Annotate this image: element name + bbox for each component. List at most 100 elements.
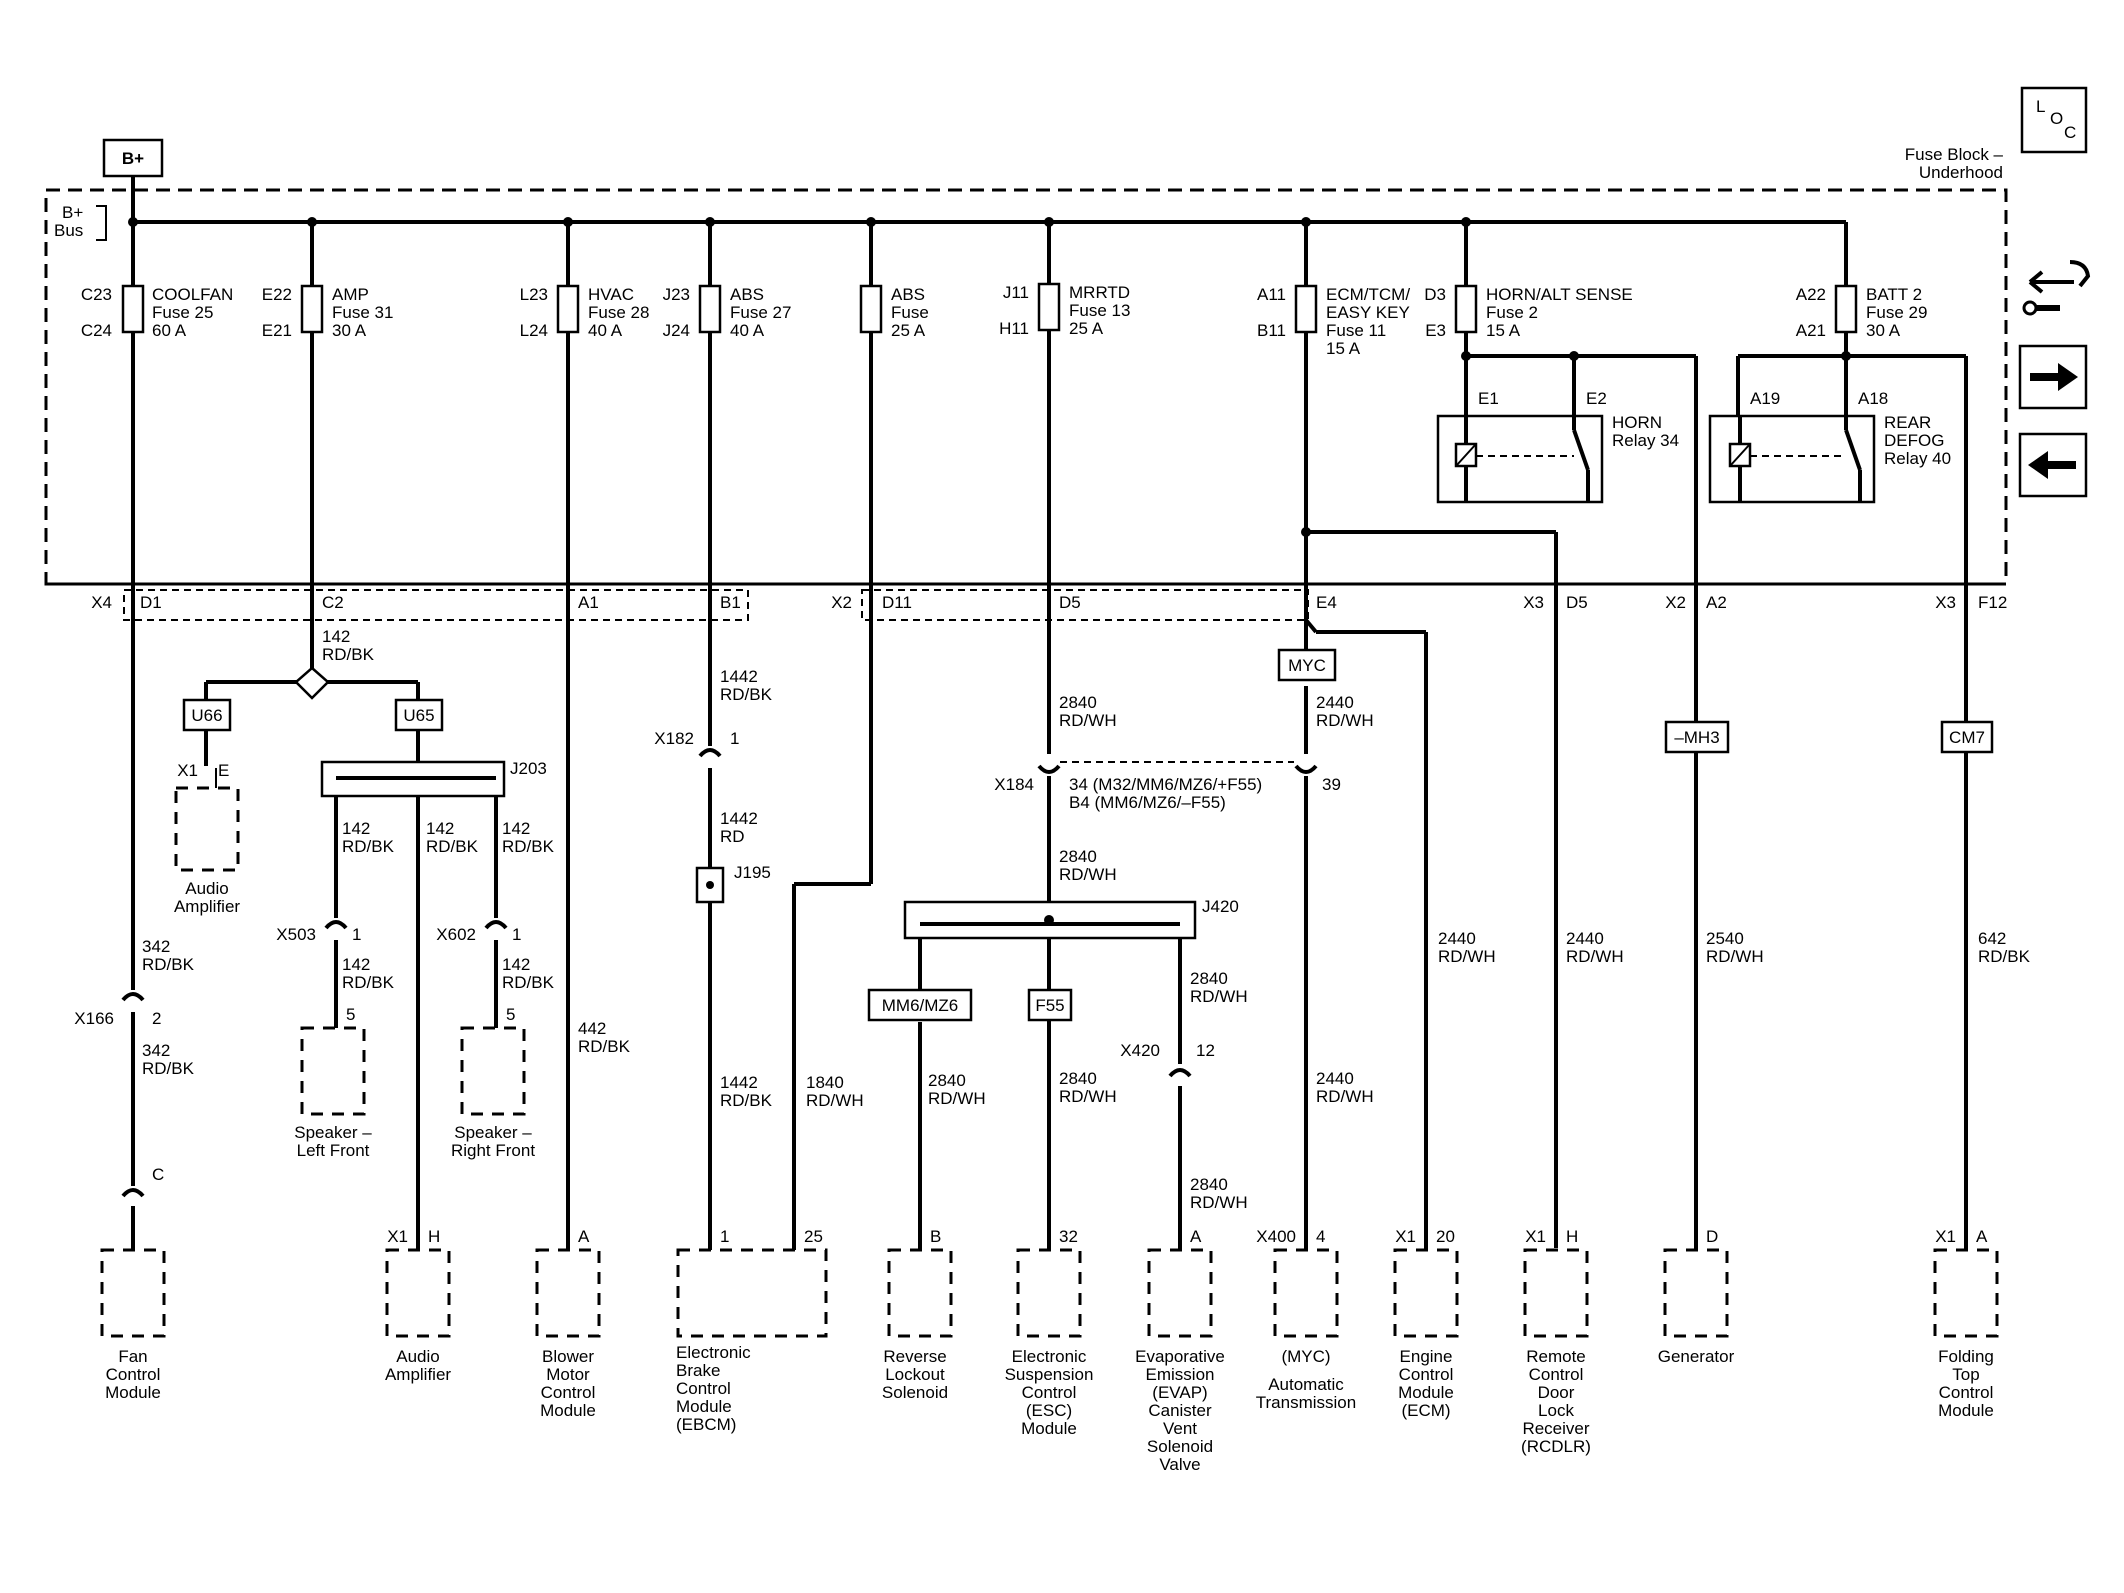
component-reverse-lockout: B Reverse Lockout Solenoid [882, 1227, 953, 1402]
arrow-left-icon [2028, 451, 2076, 479]
aux-component-speaker-lf: Speaker – Left Front [294, 1026, 372, 1160]
svg-text:Speaker –: Speaker – [294, 1123, 372, 1142]
bus-label-bplus: B+ [62, 203, 83, 222]
next-page-button[interactable] [2018, 344, 2088, 410]
svg-text:Emission: Emission [1146, 1365, 1215, 1384]
fuse-ecm-tcm [1294, 284, 1318, 334]
loc-letter-l: L [2036, 97, 2045, 116]
svg-text:RD/WH: RD/WH [1316, 711, 1374, 730]
connector-pin: C2 [322, 593, 344, 612]
fuse-hvac [556, 284, 580, 334]
relay-pin: A19 [1750, 389, 1780, 408]
svg-text:Folding: Folding [1938, 1347, 1994, 1366]
wire-runs [131, 330, 1968, 1250]
fuse-name: ECM/TCM/ [1326, 285, 1410, 304]
fuse-mrrtd [1037, 282, 1061, 332]
svg-text:A: A [1190, 1227, 1202, 1246]
connector-pin: D1 [140, 593, 162, 612]
svg-text:RD/WH: RD/WH [928, 1089, 986, 1108]
svg-text:(MYC): (MYC) [1281, 1347, 1330, 1366]
svg-text:Brake: Brake [676, 1361, 720, 1380]
svg-text:RD/BK: RD/BK [342, 837, 395, 856]
fuse-batt2 [1834, 284, 1858, 334]
svg-text:12: 12 [1196, 1041, 1215, 1060]
fuse-name: HVAC [588, 285, 634, 304]
fuse-number: Fuse 13 [1069, 301, 1130, 320]
svg-text:Control: Control [1939, 1383, 1994, 1402]
svg-text:RD/WH: RD/WH [806, 1091, 864, 1110]
back-wrench-icon [2022, 260, 2091, 316]
connector-label: X4 [91, 593, 112, 612]
connector-pin: D5 [1566, 593, 1588, 612]
fuse-pin-top: C23 [81, 285, 112, 304]
fuse-block-outline [44, 188, 2008, 586]
connector-pin: F12 [1978, 593, 2007, 612]
back-wrench-button[interactable] [2018, 248, 2091, 320]
svg-text:(EVAP): (EVAP) [1152, 1383, 1207, 1402]
svg-text:2: 2 [152, 1009, 161, 1028]
svg-text:2540: 2540 [1706, 929, 1744, 948]
component-evap-valve: A Evaporative Emission (EVAP) Canister V… [1135, 1227, 1225, 1474]
relay-name: REAR [1884, 413, 1931, 432]
option-u66: U66 [191, 706, 222, 725]
component-folding-top: X1 A Folding Top Control Module [1933, 1227, 1999, 1420]
svg-text:X420: X420 [1120, 1041, 1160, 1060]
svg-text:(ECM): (ECM) [1401, 1401, 1450, 1420]
fuse-name: AMP [332, 285, 369, 304]
fuse-number: Fuse 11 [1326, 321, 1386, 340]
option-mm6-mz6: MM6/MZ6 [882, 996, 959, 1015]
svg-text:RD/BK: RD/BK [502, 973, 555, 992]
svg-text:142: 142 [502, 955, 530, 974]
svg-text:1442: 1442 [720, 1073, 758, 1092]
svg-text:H: H [428, 1227, 440, 1246]
fuse-number: Fuse 28 [588, 303, 649, 322]
fuse-pin-bottom: L24 [520, 321, 548, 340]
connector-label: X3 [1523, 593, 1544, 612]
fuse-number: Fuse 29 [1866, 303, 1927, 322]
svg-text:Amplifier: Amplifier [174, 897, 240, 916]
svg-text:Control: Control [1529, 1365, 1584, 1384]
svg-text:Module: Module [1398, 1383, 1454, 1402]
svg-text:Module: Module [1938, 1401, 1994, 1420]
amp-splice-diamond [294, 666, 330, 700]
aux-component-speaker-rf: Speaker – Right Front [451, 1026, 535, 1160]
svg-text:RD/WH: RD/WH [1059, 865, 1117, 884]
bus-drops [131, 222, 1468, 286]
svg-text:Speaker –: Speaker – [454, 1123, 532, 1142]
svg-text:E: E [218, 761, 229, 780]
fuse-pin-top: E22 [262, 285, 292, 304]
svg-text:X400: X400 [1256, 1227, 1296, 1246]
svg-text:Engine: Engine [1400, 1347, 1453, 1366]
svg-text:X1: X1 [387, 1227, 408, 1246]
fuse-block-subtitle: Underhood [1919, 163, 2003, 182]
svg-text:RD/BK: RD/BK [342, 973, 395, 992]
fuse-horn-alt [1454, 284, 1478, 334]
option-f55: F55 [1035, 996, 1064, 1015]
svg-text:X184: X184 [994, 775, 1034, 794]
fuse-pin-bottom: C24 [81, 321, 112, 340]
loc-button[interactable]: L O C [2020, 86, 2088, 154]
svg-text:A: A [578, 1227, 590, 1246]
svg-text:1840: 1840 [806, 1073, 844, 1092]
relay-pin: E2 [1586, 389, 1607, 408]
svg-text:RD/BK: RD/BK [426, 837, 479, 856]
svg-text:Right Front: Right Front [451, 1141, 535, 1160]
svg-text:1442: 1442 [720, 809, 758, 828]
svg-text:1: 1 [720, 1227, 729, 1246]
svg-text:1: 1 [352, 925, 361, 944]
svg-text:2840: 2840 [1059, 1069, 1097, 1088]
svg-text:D: D [1706, 1227, 1718, 1246]
svg-text:Control: Control [676, 1379, 731, 1398]
svg-text:39: 39 [1322, 775, 1341, 794]
svg-text:32: 32 [1059, 1227, 1078, 1246]
svg-text:442: 442 [578, 1019, 606, 1038]
svg-text:X182: X182 [654, 729, 694, 748]
svg-text:Door: Door [1538, 1383, 1575, 1402]
svg-text:Control: Control [541, 1383, 596, 1402]
splice-label: J420 [1202, 897, 1239, 916]
svg-text:RD: RD [720, 827, 745, 846]
svg-text:RD/WH: RD/WH [1059, 1087, 1117, 1106]
prev-page-button[interactable] [2018, 432, 2088, 498]
fuse-name: ABS [730, 285, 764, 304]
svg-text:Valve: Valve [1159, 1455, 1200, 1474]
